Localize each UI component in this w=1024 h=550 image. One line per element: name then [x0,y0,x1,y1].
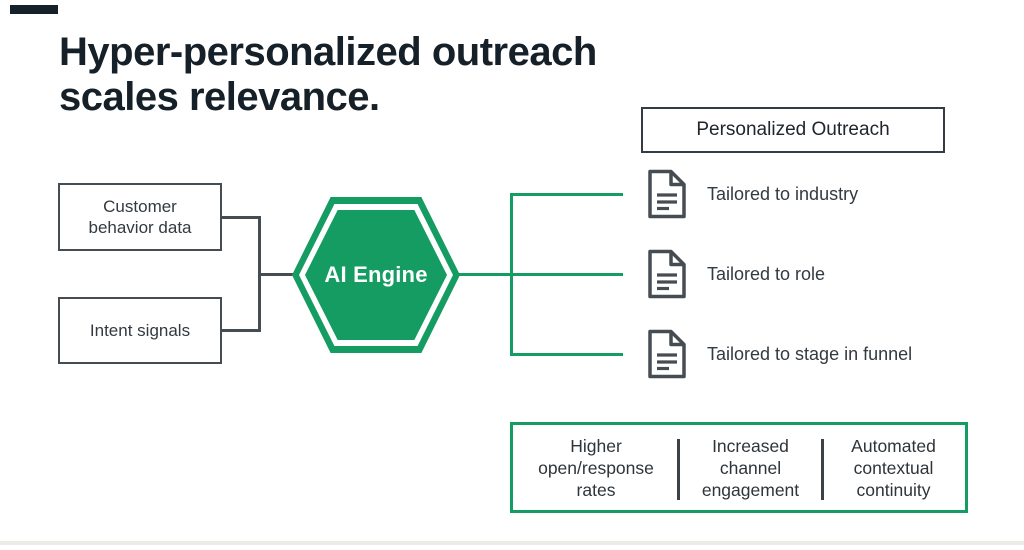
input-label-intent-signals: Intent signals [89,321,191,340]
connector-outputs-vertical [510,193,513,356]
document-icon [648,249,686,299]
personalized-outreach-label: Personalized Outreach [696,119,890,140]
connector-to-engine [258,273,294,276]
output-label-industry: Tailored to industry [707,183,859,204]
benefits-divider-2 [821,439,824,500]
benefit-label: Automated contextual continuity [851,435,936,500]
page-title-line2: scales relevance. [59,75,380,119]
ai-engine-hexagon: AI Engine [292,197,460,353]
connector-engine-to-role [458,273,623,276]
bottom-edge-line [0,541,1024,545]
input-label-customer-behavior-data: Customer behavior data [88,197,192,237]
benefit-open-response-rates: Higher open/response rates [513,425,679,510]
benefits-box: Higher open/response rates Increased cha… [510,422,968,513]
page-title-line1: Hyper-personalized outreach [59,30,597,74]
input-box-customer-behavior-data: Customer behavior data [58,183,222,251]
ai-engine-label: AI Engine [324,262,428,287]
benefit-label: Increased channel engagement [701,435,800,500]
output-row-funnel: Tailored to stage in funnel [643,328,912,380]
benefit-contextual-continuity: Automated contextual continuity [822,425,965,510]
connector-input2-horizontal [222,329,261,332]
output-label-role: Tailored to role [707,263,826,284]
connector-input1-horizontal [222,216,261,219]
top-left-mark [10,5,58,14]
benefits-divider-1 [677,439,680,500]
output-row-role: Tailored to role [643,248,825,300]
output-row-industry: Tailored to industry [643,168,858,220]
document-icon [648,329,686,379]
benefit-label: Higher open/response rates [538,435,654,500]
hexagon-inner: AI Engine [305,210,447,340]
input-box-intent-signals: Intent signals [58,297,222,364]
document-icon [648,169,686,219]
connector-to-funnel [510,353,623,356]
connector-to-industry [510,193,623,196]
benefit-channel-engagement: Increased channel engagement [679,425,822,510]
personalized-outreach-box: Personalized Outreach [641,107,945,153]
page-title: Hyper-personalized outreach scales relev… [59,30,597,120]
output-label-funnel: Tailored to stage in funnel [707,343,913,364]
